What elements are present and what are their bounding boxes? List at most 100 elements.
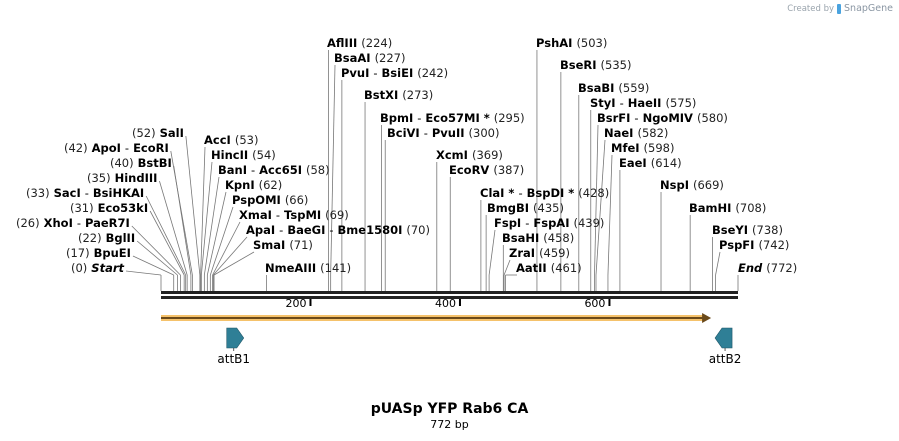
- feature-label-attb2[interactable]: attB2: [708, 352, 742, 366]
- site-label-acci[interactable]: AccI(53): [204, 133, 262, 147]
- site-label-bsabi[interactable]: BsaBI(559): [578, 81, 653, 95]
- site-label-bsrfi[interactable]: BsrFI-NgoMIV(580): [597, 111, 732, 125]
- site-label-pspomi[interactable]: PspOMI(66): [232, 193, 312, 207]
- site-leader-line: [159, 180, 188, 276]
- site-label-bseri[interactable]: BseRI(535): [560, 58, 635, 72]
- site-label-aatii[interactable]: AatII(461): [516, 261, 586, 275]
- enzyme-names: BstXI: [364, 88, 398, 102]
- site-position: (428): [578, 186, 610, 200]
- enzyme-names: BseYI: [712, 223, 748, 237]
- site-label-bpmi[interactable]: BpmI-Eco57MI *(295): [380, 111, 529, 125]
- site-leader-line: [212, 221, 241, 276]
- enzyme-names: BstBI: [138, 156, 172, 170]
- enzyme-name: Eco53kI: [97, 201, 149, 215]
- site-label-bstxi[interactable]: BstXI(273): [364, 88, 437, 102]
- site-label-bani[interactable]: BanI-Acc65I(58): [218, 163, 334, 177]
- site-leader-line: [132, 255, 174, 276]
- enzyme-names: BglII: [106, 231, 136, 245]
- site-label-styi[interactable]: StyI-HaeII(575): [590, 96, 700, 110]
- site-label-start[interactable]: (0)Start: [67, 261, 124, 275]
- site-position: (52): [132, 126, 156, 140]
- site-label-bpuei[interactable]: (17)BpuEI: [62, 246, 131, 260]
- site-label-xhoi[interactable]: (26)XhoI-PaeR7I: [12, 216, 130, 230]
- enzyme-names: StyI-HaeII: [590, 96, 661, 110]
- site-label-afliii[interactable]: AflIII(224): [327, 36, 396, 50]
- enzyme-names: EaeI: [619, 156, 647, 170]
- site-label-hincii[interactable]: HincII(54): [211, 148, 280, 162]
- site-label-end[interactable]: End(772): [738, 261, 801, 275]
- enzyme-name: AccI: [204, 133, 231, 147]
- enzyme-separator: -: [279, 223, 284, 237]
- site-position: (53): [234, 133, 259, 147]
- feature-label-attb1[interactable]: attB1: [217, 352, 251, 366]
- site-label-bcivi[interactable]: BciVI-PvuII(300): [387, 126, 503, 140]
- enzyme-name: NaeI: [604, 126, 634, 140]
- site-position: (461): [550, 261, 582, 275]
- enzyme-name: XcmI: [436, 148, 468, 162]
- enzyme-name: HincII: [211, 148, 249, 162]
- enzyme-names: EcoRV: [449, 163, 489, 177]
- site-label-xcmi[interactable]: XcmI(369): [436, 148, 507, 162]
- site-label-eco53ki[interactable]: (31)Eco53kI: [66, 201, 148, 215]
- site-label-pspfi[interactable]: PspFI(742): [719, 238, 793, 252]
- site-position: (69): [325, 208, 349, 222]
- site-label-mfei[interactable]: MfeI(598): [611, 141, 678, 155]
- site-label-xmai[interactable]: XmaI-TspMI(69): [239, 208, 353, 222]
- ruler-tick: [608, 299, 611, 306]
- enzyme-name: AatII: [516, 261, 547, 275]
- enzyme-name: BsrFI: [597, 111, 631, 125]
- enzyme-name: PspFI: [719, 238, 755, 252]
- enzyme-names: SmaI: [253, 238, 285, 252]
- site-label-kpni[interactable]: KpnI(62): [225, 178, 286, 192]
- site-label-saci[interactable]: (33)SacI-BsiHKAI: [22, 186, 144, 200]
- site-label-smai[interactable]: SmaI(71): [253, 238, 317, 252]
- site-label-hindiii[interactable]: (35)HindIII: [83, 171, 157, 185]
- site-position: (559): [618, 81, 650, 95]
- site-label-ecorv[interactable]: EcoRV (387): [449, 163, 528, 177]
- orf-arrowhead-icon: [702, 313, 712, 323]
- site-leader-line: [213, 251, 255, 276]
- site-label-apoi[interactable]: (42)ApoI-EcoRI: [60, 141, 169, 155]
- enzyme-names: HincII: [211, 148, 248, 162]
- site-label-bmgbi[interactable]: BmgBI(435): [487, 201, 568, 215]
- enzyme-name: ApoI: [91, 141, 121, 155]
- site-label-clai[interactable]: ClaI *-BspDI *(428): [480, 186, 613, 200]
- map-length: 772 bp: [430, 418, 469, 431]
- enzyme-names: PvuI-BsiEI: [341, 66, 413, 80]
- site-label-nmeaiii[interactable]: NmeAIII(141): [265, 261, 355, 275]
- enzyme-name: Start: [91, 261, 125, 275]
- site-label-bsahi[interactable]: BsaHI(458): [502, 231, 578, 245]
- site-label-zrai[interactable]: ZraI(459): [509, 246, 574, 260]
- enzyme-names: BciVI-PvuII: [387, 126, 465, 140]
- site-label-bseyi[interactable]: BseYI(738): [712, 223, 787, 237]
- enzyme-name: BstBI: [137, 156, 172, 170]
- site-leader-line: [203, 176, 220, 276]
- ruler-tick: [458, 299, 461, 306]
- site-position: (742): [758, 238, 790, 252]
- site-leader-line: [131, 225, 181, 276]
- site-label-bstbi[interactable]: (40) BstBI: [106, 156, 172, 170]
- site-label-naei[interactable]: NaeI(582): [604, 126, 672, 140]
- ruler-tick-label: 200: [285, 297, 307, 310]
- site-label-fspi[interactable]: FspI-FspAI(439): [494, 216, 608, 230]
- credit-brand: SnapGene: [844, 3, 893, 14]
- enzyme-name: BpuEI: [93, 246, 131, 260]
- site-label-apai[interactable]: ApaI-BaeGI-Bme1580I(70): [246, 223, 434, 237]
- site-label-sali[interactable]: (52)SalI: [128, 126, 184, 140]
- enzyme-separator: -: [518, 186, 523, 200]
- enzyme-name: NgoMIV: [642, 111, 693, 125]
- site-position: (33): [26, 186, 50, 200]
- enzyme-name: BseRI: [560, 58, 597, 72]
- site-position: (387): [493, 163, 525, 177]
- enzyme-names: XcmI: [436, 148, 468, 162]
- site-label-bglii[interactable]: (22)BglII: [74, 231, 135, 245]
- site-position: (40): [110, 156, 134, 170]
- site-label-eaei[interactable]: EaeI(614): [619, 156, 686, 170]
- site-label-pshai[interactable]: PshAI(503): [536, 36, 611, 50]
- site-label-bsaai[interactable]: BsaAI(227): [334, 51, 410, 65]
- enzyme-names: End: [738, 261, 762, 275]
- map-title: pUASp YFP Rab6 CA: [370, 401, 529, 417]
- site-label-bamhi[interactable]: BamHI(708): [689, 201, 770, 215]
- site-label-nspi[interactable]: NspI(669): [660, 178, 728, 192]
- site-label-pvui[interactable]: PvuI-BsiEI(242): [341, 66, 452, 80]
